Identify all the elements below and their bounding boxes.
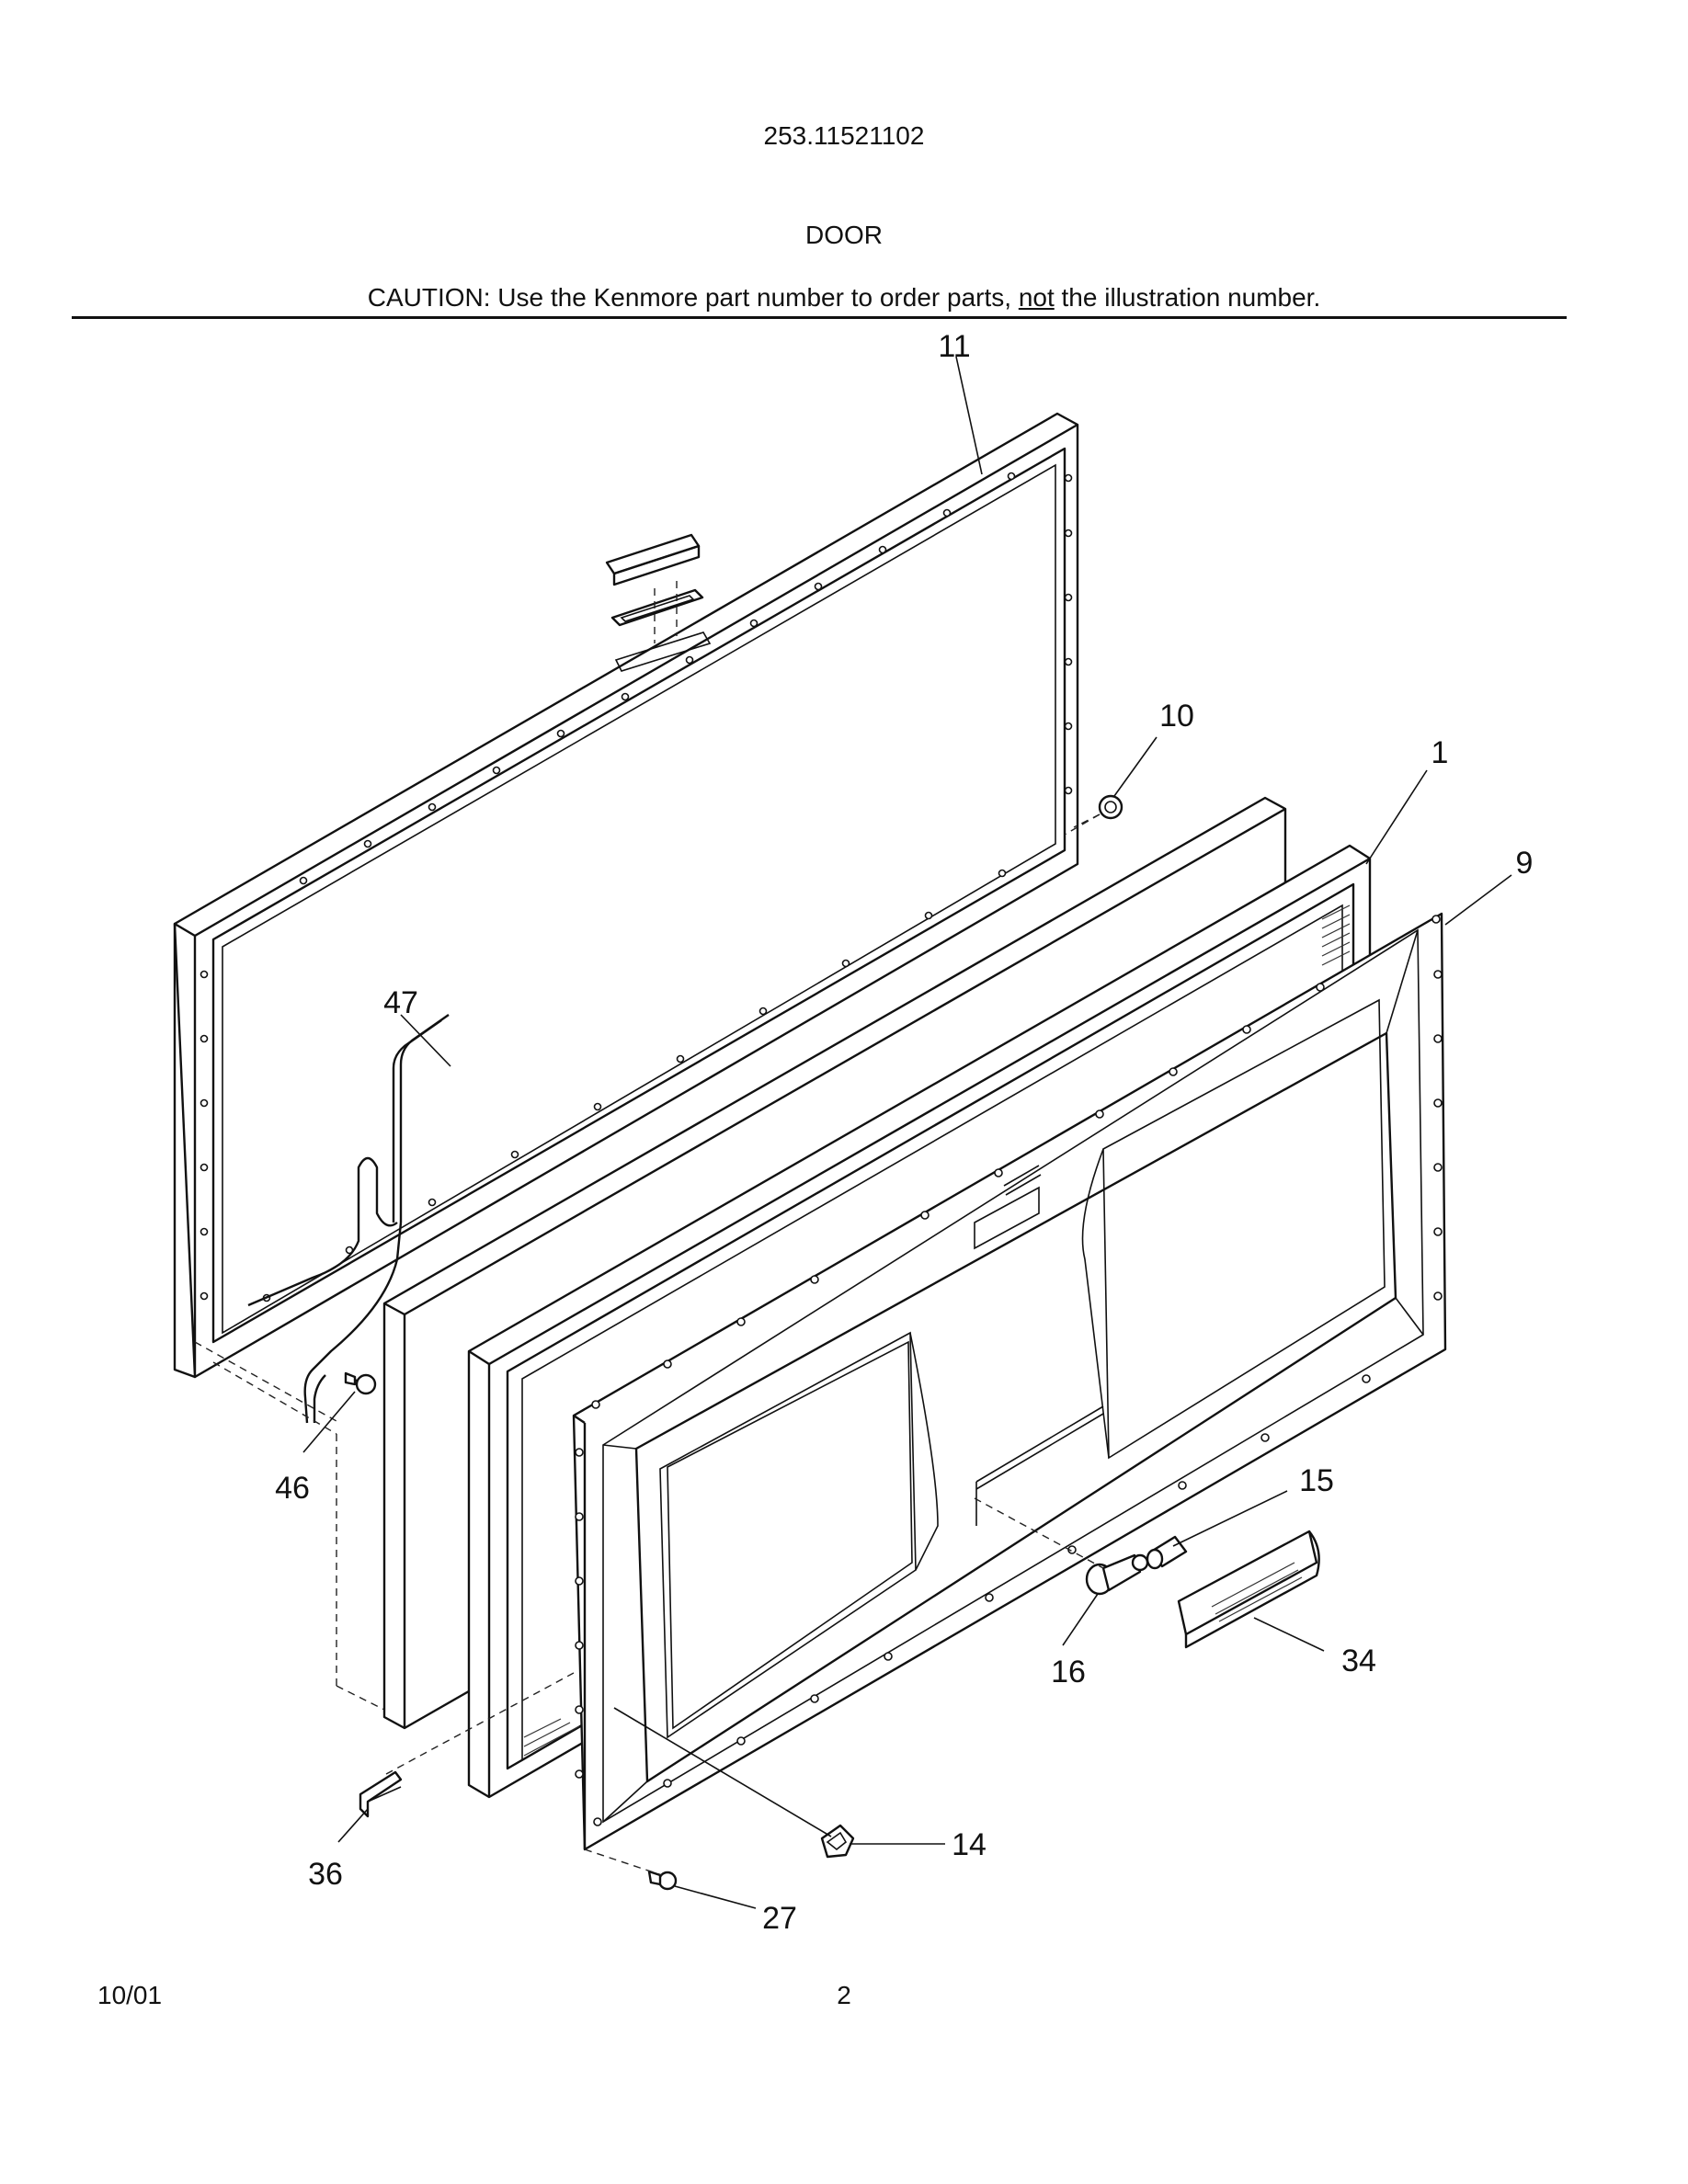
caution-emphasis: not: [1018, 283, 1055, 312]
footer-date: 10/01: [97, 1981, 163, 2009]
handle-assembly: [605, 533, 712, 672]
callout-46: 46: [275, 1471, 310, 1506]
part-34-cover: [1177, 1530, 1320, 1649]
callout-14: 14: [952, 1827, 987, 1862]
callout-10: 10: [1159, 699, 1194, 734]
caution-text-end: the illustration number.: [1054, 283, 1321, 312]
footer-page-number: 2: [837, 1981, 851, 2009]
callout-36: 36: [308, 1857, 343, 1892]
assembly-lines: [194, 813, 1104, 1876]
leader-lines: [302, 356, 1512, 1909]
caution-text: CAUTION: Use the Kenmore part number to …: [367, 283, 1019, 312]
part-27-screw: [647, 1870, 678, 1891]
part-9-door-liner: [572, 912, 1447, 1851]
callout-9: 9: [1516, 846, 1534, 881]
callout-34: 34: [1341, 1644, 1376, 1678]
model-number: 253.11521102: [763, 121, 925, 150]
callout-1: 1: [1431, 735, 1449, 770]
frame-holes: [200, 472, 1073, 1302]
part-16-lamp: [1085, 1553, 1149, 1596]
part-10-plug: [1073, 794, 1123, 828]
gasket-bellows: [523, 904, 1351, 1757]
callout-27: 27: [762, 1901, 797, 1936]
callout-15: 15: [1299, 1463, 1334, 1498]
callout-labels: 11 10 1 9 47 46 15 34 16 36 14 27: [275, 329, 1533, 1936]
part-36-clip: [359, 1770, 403, 1818]
liner-holes: [575, 915, 1443, 1826]
section-title: DOOR: [805, 221, 883, 249]
header-rule: [72, 316, 1567, 319]
callout-11: 11: [938, 329, 970, 364]
part-47-wire: [247, 1014, 450, 1424]
part-46-rivet: [344, 1371, 377, 1395]
caution-note: CAUTION: Use the Kenmore part number to …: [0, 283, 1688, 313]
part-14-switch: [820, 1824, 855, 1859]
callout-47: 47: [383, 985, 418, 1020]
callout-16: 16: [1051, 1655, 1086, 1689]
